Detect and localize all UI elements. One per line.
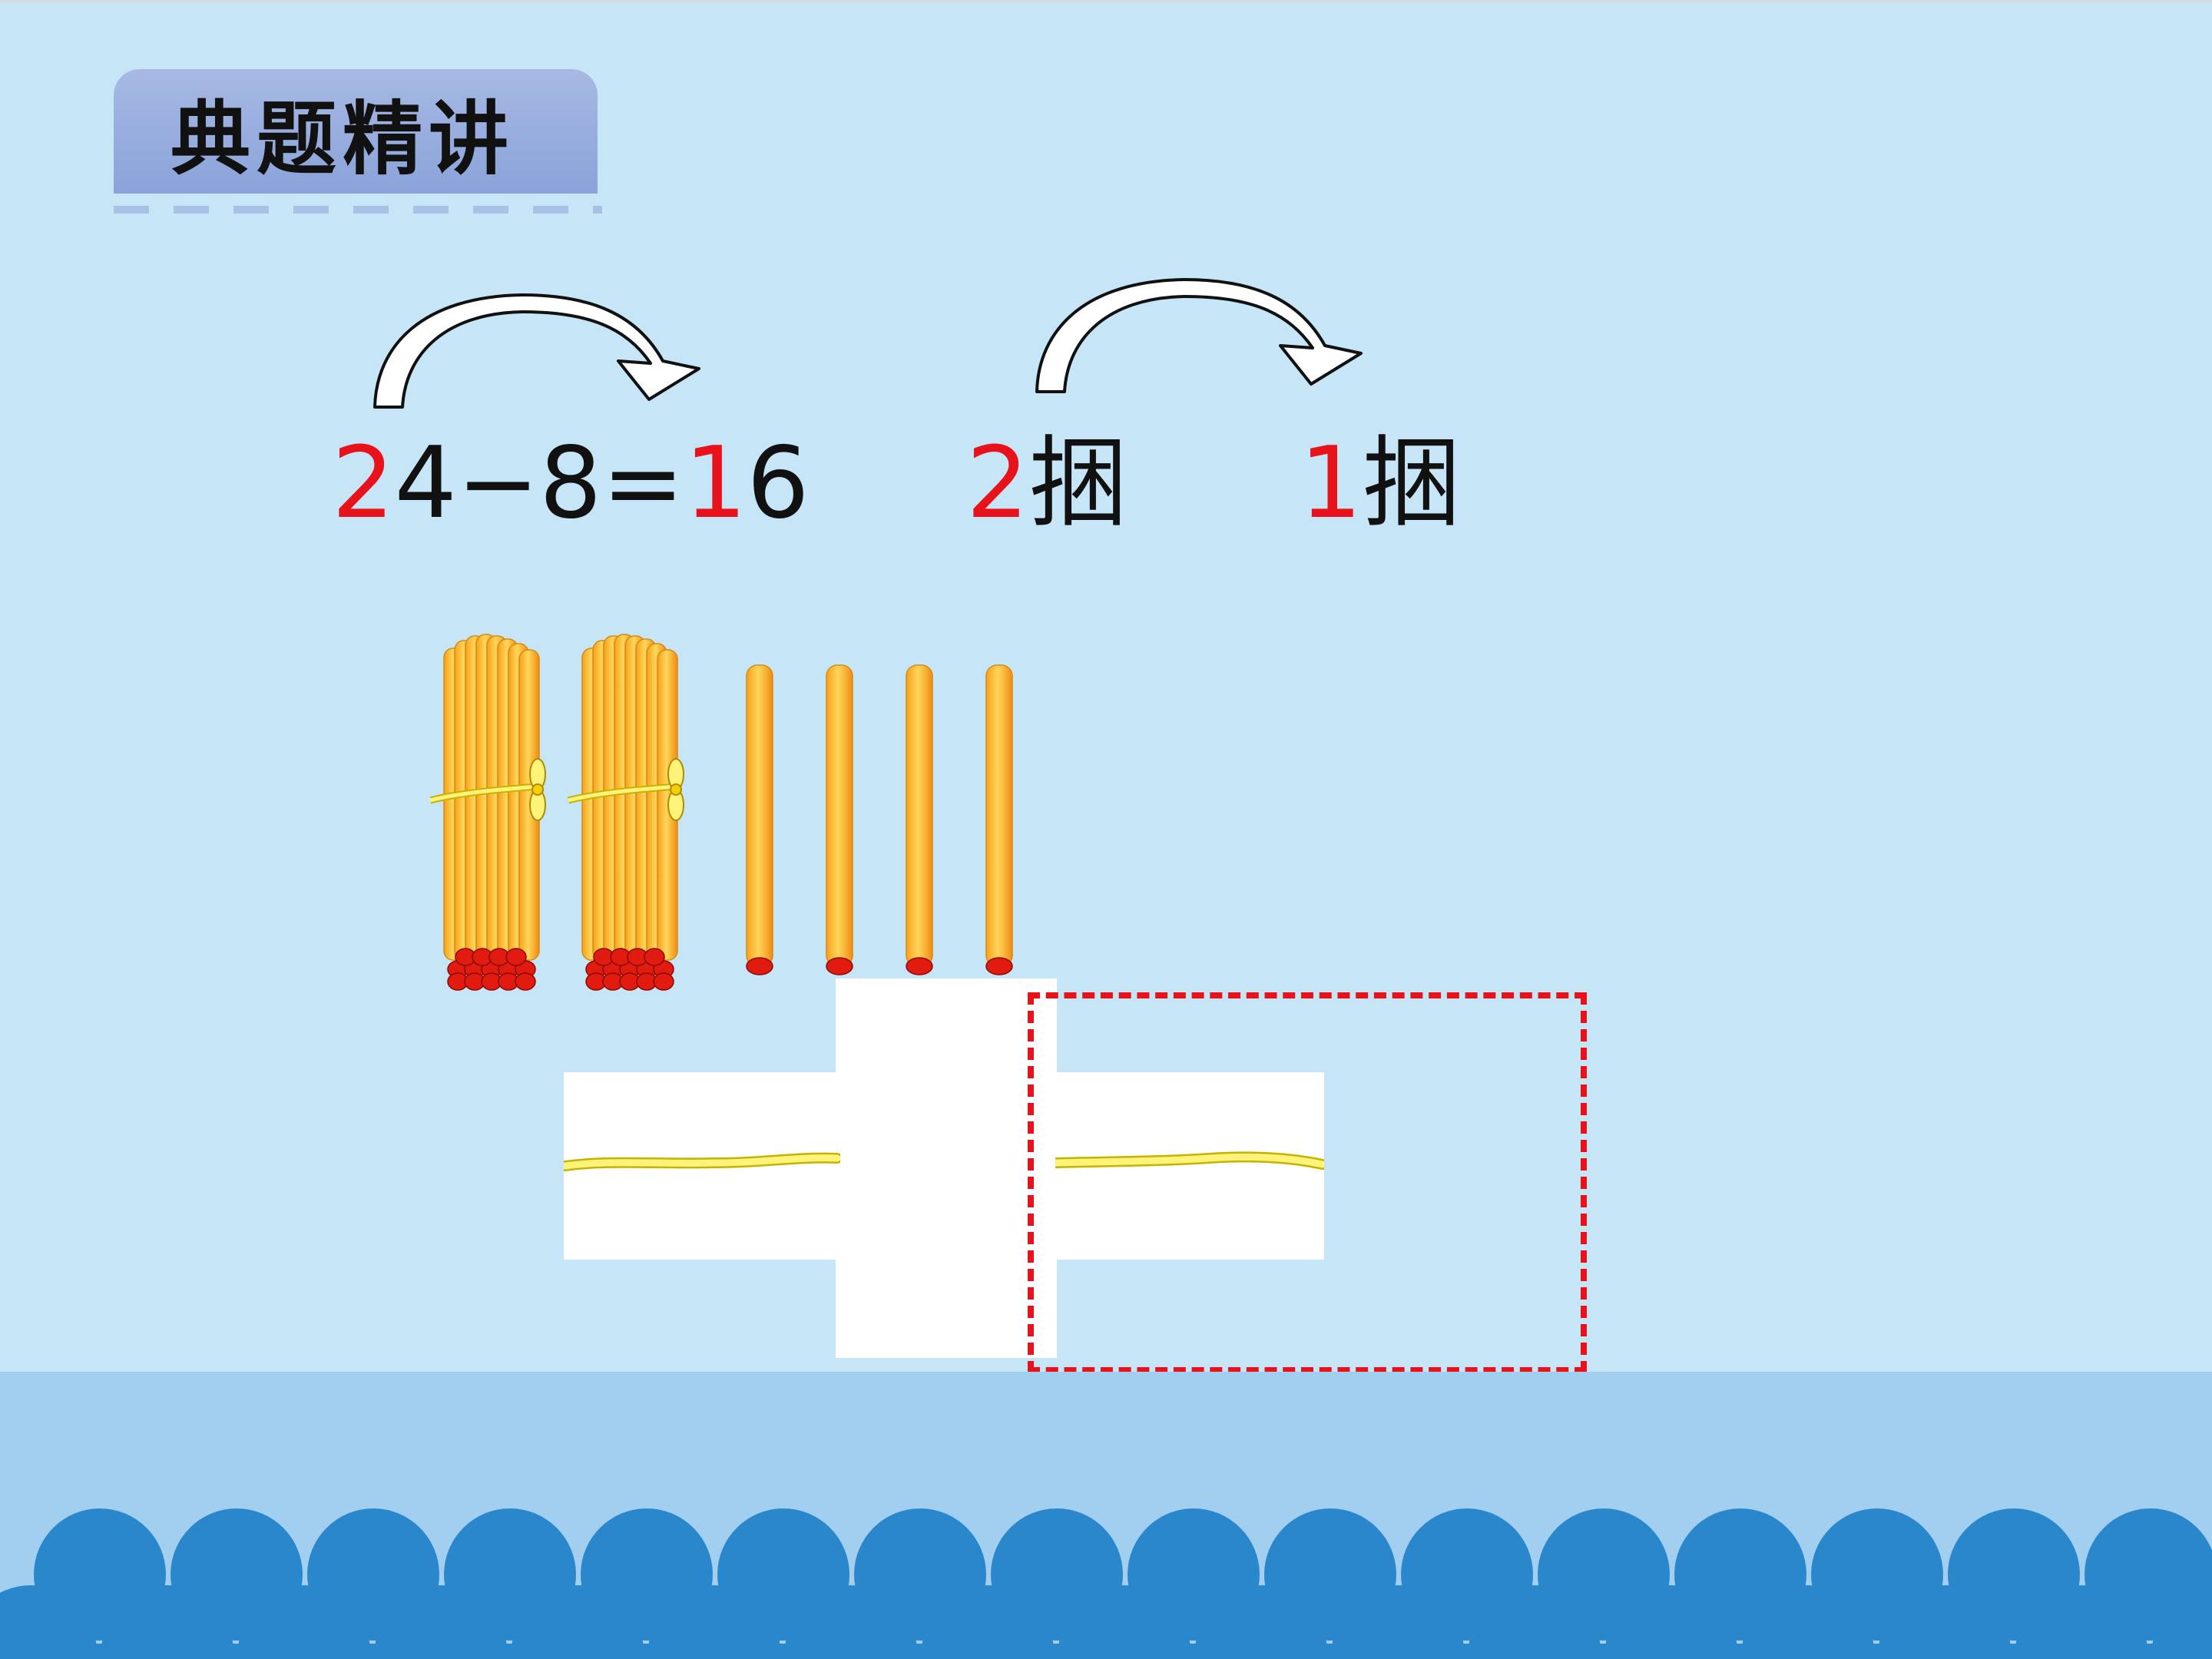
single-stick-icon — [746, 664, 773, 975]
section-title: 典题精讲 — [171, 91, 515, 186]
section-title-badge — [114, 69, 598, 194]
highlight-dashed-box — [1028, 992, 1587, 1373]
wave-decoration — [0, 1508, 2212, 1659]
loose-string-icon — [1055, 1151, 1324, 1170]
curved-arrow-icon — [373, 293, 700, 409]
bundles-after-unit: 捆 — [1362, 426, 1461, 541]
title-underline — [114, 206, 602, 214]
single-stick-icon — [985, 664, 1013, 975]
equation-body: 4−8= — [394, 426, 684, 541]
wave-bump — [1469, 1585, 1601, 1659]
white-cover-center — [836, 979, 1057, 1358]
wave-bump — [2015, 1585, 2147, 1659]
bundles-before-unit: 捆 — [1028, 426, 1128, 541]
stick-bundle-icon — [430, 634, 546, 991]
wave-bump — [1058, 1585, 1190, 1659]
result-tens-digit: 1 — [684, 426, 747, 541]
wave-bump — [922, 1585, 1054, 1659]
result-ones-digit: 6 — [747, 426, 810, 541]
wave-base — [0, 1644, 2212, 1659]
wave-bump — [375, 1585, 507, 1659]
counting-sticks — [430, 634, 1013, 991]
wave-bump — [1332, 1585, 1464, 1659]
wave-bump — [785, 1585, 917, 1659]
wave-bump — [648, 1585, 780, 1659]
bundles-after-count: 1 — [1300, 426, 1363, 541]
equation: 24−8=16 — [332, 430, 810, 538]
wave-bump — [1742, 1585, 1874, 1659]
wave-bump — [0, 1585, 97, 1659]
wave-bump — [1605, 1585, 1737, 1659]
wave-bump — [2152, 1585, 2212, 1659]
single-stick-icon — [906, 664, 933, 975]
single-stick-icon — [826, 664, 853, 975]
curved-arrow-icon — [1035, 278, 1363, 393]
wave-bump — [1879, 1585, 2011, 1659]
bundles-before-count: 2 — [966, 426, 1029, 541]
loose-string-icon — [564, 1152, 840, 1171]
wave-bump — [238, 1585, 370, 1659]
top-border — [0, 0, 2212, 3]
stick-bundle-icon — [567, 634, 684, 991]
equation-tens-digit: 2 — [332, 426, 395, 541]
wave-bump — [1195, 1585, 1327, 1659]
wave-bump — [512, 1585, 644, 1659]
bundles-before: 2捆 — [966, 430, 1127, 538]
wave-bump — [101, 1585, 233, 1659]
bundles-after: 1捆 — [1300, 430, 1460, 538]
